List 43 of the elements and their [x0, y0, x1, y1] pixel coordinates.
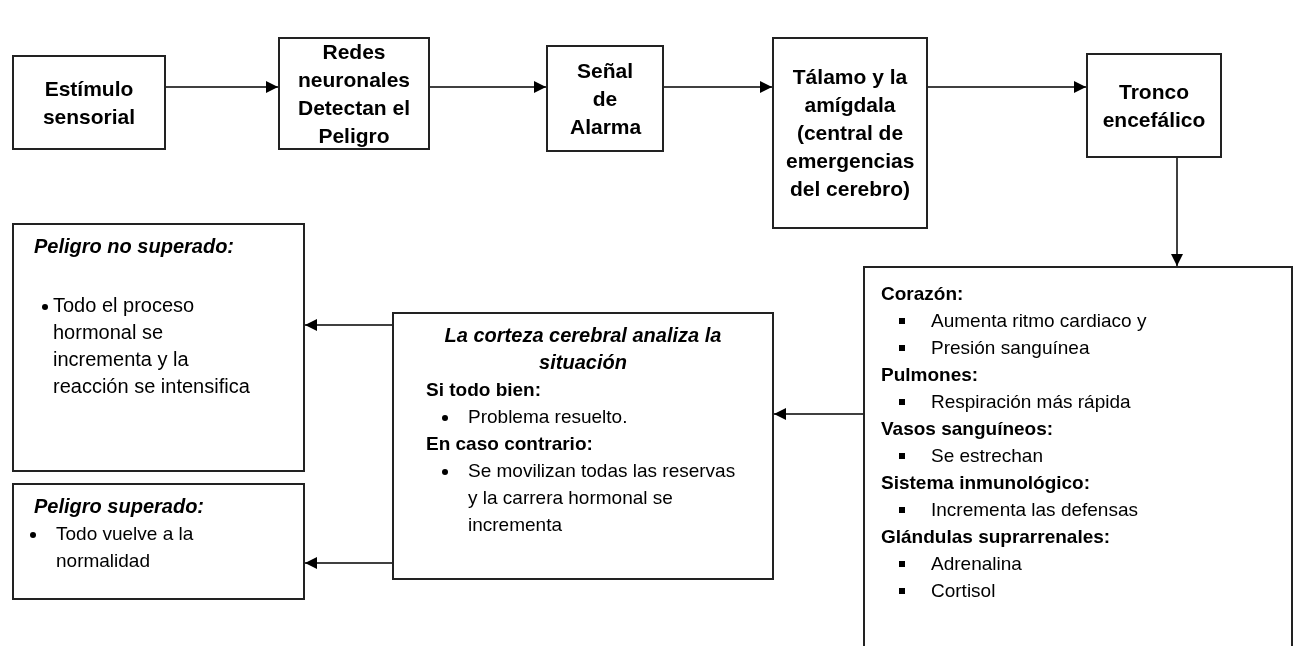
arrow — [1171, 157, 1183, 267]
process-box — [12, 55, 166, 150]
list-item: Se movilizan todas las reservas y la carrera hormonal se incrementa — [468, 459, 737, 537]
process-box — [12, 483, 305, 600]
list-item: Todo el proceso hormonal se incrementa y la reacción se intensifica — [53, 293, 251, 399]
section-heading: Corazón: — [881, 282, 965, 306]
process-box — [1086, 53, 1222, 158]
process-box — [278, 37, 430, 150]
list-item: Se estrechan — [931, 444, 1043, 468]
section-heading: En caso contrario: — [426, 432, 594, 456]
box-heading: Peligro no superado: — [33, 234, 236, 259]
arrow — [663, 81, 773, 93]
box-label: Redes neuronales Detectan el Peligro — [296, 38, 411, 149]
section-heading: Vasos sanguíneos: — [881, 417, 1055, 441]
list-item: Incrementa las defensas — [931, 498, 1138, 522]
arrow — [304, 319, 393, 331]
section-heading: Si todo bien: — [426, 378, 543, 402]
arrow — [773, 408, 864, 420]
box-label: Tálamo y la amígdala (central de emergencias del cerebro) — [786, 64, 914, 202]
process-box — [12, 223, 305, 472]
list-item: Problema resuelto. — [468, 405, 628, 429]
list-item: Presión sanguínea — [931, 336, 1090, 360]
process-box — [546, 45, 664, 152]
list-item: Todo vuelve a la normalidad — [56, 522, 195, 573]
box-label: Señal de Alarma — [570, 57, 640, 140]
process-box — [772, 37, 928, 229]
list-item: Aumenta ritmo cardiaco y — [931, 309, 1147, 333]
list-item: Cortisol — [931, 579, 996, 603]
arrow — [165, 81, 279, 93]
section-heading: Sistema inmunológico: — [881, 471, 1092, 495]
box-heading: Peligro superado: — [33, 494, 206, 519]
process-box — [392, 312, 774, 580]
box-heading: La corteza cerebral analiza la situación — [443, 323, 723, 375]
box-label: Tronco encefálico — [1101, 78, 1207, 133]
list-item: Adrenalina — [931, 552, 1022, 576]
box-label: Estímulo sensorial — [41, 75, 137, 130]
arrow — [304, 557, 393, 569]
section-heading: Glándulas suprarrenales: — [881, 525, 1112, 549]
arrow — [429, 81, 547, 93]
process-box — [863, 266, 1293, 646]
arrow — [927, 81, 1087, 93]
section-heading: Pulmones: — [881, 363, 980, 387]
list-item: Respiración más rápida — [931, 390, 1131, 414]
